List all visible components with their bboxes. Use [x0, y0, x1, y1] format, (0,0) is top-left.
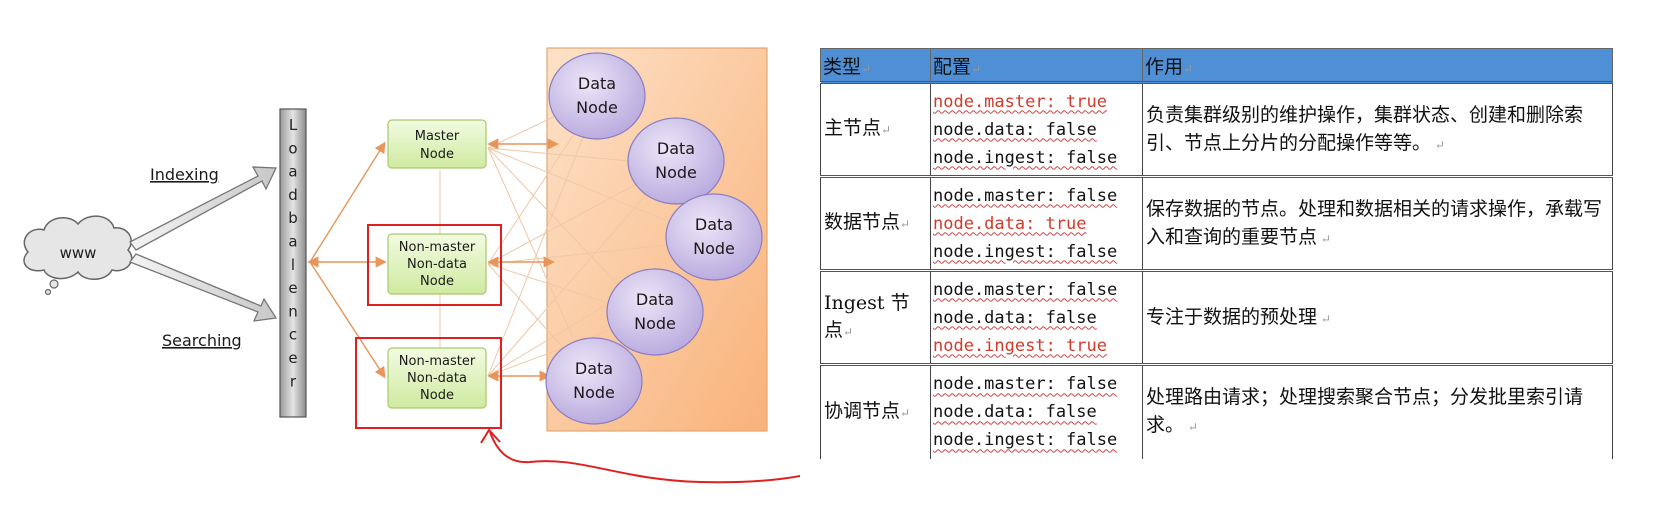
- header-purpose: 作用↵: [1142, 48, 1613, 83]
- data-node-3-line2: Node: [693, 239, 735, 258]
- config-line: node.master: false: [933, 185, 1118, 206]
- row-config: node.master: false node.data: false node.i…: [930, 363, 1143, 459]
- config-line: node.master: false: [933, 279, 1118, 300]
- config-line: node.master: false: [933, 374, 1118, 395]
- loadbalancer-letter: n: [288, 302, 298, 320]
- row-role: 协调节点↵: [820, 363, 931, 459]
- nonmaster-1-line3: Node: [420, 274, 454, 289]
- data-node-1-line1: Data: [578, 74, 616, 93]
- nonmaster-1-line1: Non-master: [399, 240, 476, 255]
- row-description: 专注于数据的预处理 ↵: [1142, 269, 1613, 365]
- nonmaster-2-line1: Non-master: [399, 354, 476, 369]
- loadbalancer-letter: l: [291, 256, 295, 274]
- loadbalancer-letter: o: [288, 139, 297, 157]
- data-node-4-line1: Data: [636, 290, 674, 309]
- searching-label: Searching: [162, 331, 242, 350]
- row-config: node.master: false node.data: false node.i…: [930, 269, 1143, 365]
- row-config: node.master: false node.data: true node.in…: [930, 175, 1143, 271]
- table-row: Ingest 节点↵node.master: false node.data: f…: [820, 269, 1613, 365]
- nonmaster-1-line2: Non-data: [407, 257, 467, 272]
- loadbalancer-letter: c: [289, 326, 297, 344]
- data-node-3-line1: Data: [695, 215, 733, 234]
- row-description: 处理路由请求；处理搜索聚合节点；分发批里索引请求。 ↵: [1142, 363, 1613, 459]
- data-node-2: Data Node: [627, 117, 725, 205]
- row-description: 保存数据的节点。处理和数据相关的请求操作，承载写入和查询的重要节点 ↵: [1142, 175, 1613, 271]
- config-line: node.ingest: false: [933, 241, 1118, 262]
- indexing-arrow: [129, 166, 278, 251]
- node-types-table: 类型↵ 配置↵ 作用↵ 主节点↵node.master: true node.da…: [820, 48, 1613, 459]
- header-type: 类型↵: [820, 48, 931, 83]
- row-description: 负责集群级别的维护操作，集群状态、创建和删除索引、节点上分片的分配操作等等。 ↵: [1142, 81, 1613, 177]
- config-line: node.ingest: false: [933, 430, 1118, 451]
- loadbalancer-letter: e: [288, 349, 297, 367]
- data-node-3: Data Node: [665, 193, 763, 281]
- data-node-2-line2: Node: [655, 163, 697, 182]
- loadbalancer-letter: e: [288, 279, 297, 297]
- table-header-row: 类型↵ 配置↵ 作用↵: [820, 48, 1613, 83]
- master-node-line1: Master: [415, 129, 460, 144]
- data-node-5: Data Node: [545, 337, 643, 425]
- config-line: node.ingest: false: [933, 147, 1118, 168]
- indexing-label: Indexing: [150, 165, 219, 184]
- config-line: node.master: true: [933, 91, 1107, 112]
- data-node-4-line2: Node: [634, 314, 676, 333]
- loadbalancer-letter: b: [288, 209, 298, 227]
- loadbalancer-letter: a: [288, 163, 297, 181]
- data-node-5-line2: Node: [573, 383, 615, 402]
- data-node-2-line1: Data: [657, 139, 695, 158]
- nonmaster-2-line2: Non-data: [407, 371, 467, 386]
- annotation-arrow: [489, 431, 800, 484]
- highlight-box-1: [367, 224, 502, 306]
- config-line: node.data: false: [933, 402, 1097, 423]
- highlight-box-2: [355, 337, 502, 429]
- config-line: node.data: true: [933, 213, 1087, 234]
- data-node-4: Data Node: [606, 268, 704, 356]
- config-line: node.data: false: [933, 307, 1097, 328]
- data-node-5-line1: Data: [575, 359, 613, 378]
- cloud-label: www: [60, 244, 97, 262]
- row-role: Ingest 节点↵: [820, 269, 931, 365]
- loadbalancer-letter: r: [290, 372, 297, 390]
- master-node: Master Node: [387, 119, 487, 169]
- loadbalancer-letter: d: [288, 186, 298, 204]
- searching-arrow: [128, 253, 278, 322]
- row-role: 主节点↵: [820, 81, 931, 177]
- loadbalancer-letter: L: [289, 116, 298, 134]
- nonmaster-node-1: Non-master Non-data Node: [387, 233, 487, 295]
- row-config: node.master: true node.data: false node.in…: [930, 81, 1143, 177]
- nonmaster-2-line3: Node: [420, 388, 454, 403]
- data-node-1-line2: Node: [576, 98, 618, 117]
- master-node-line2: Node: [420, 147, 454, 162]
- annotation-arrowhead: [480, 428, 501, 444]
- config-line: node.data: false: [933, 119, 1097, 140]
- www-cloud: www: [23, 215, 133, 296]
- loadbalancer-bar: [279, 108, 307, 418]
- loadbalancer-letter: a: [288, 233, 297, 251]
- config-line: node.ingest: true: [933, 335, 1107, 356]
- nonmaster-node-2: Non-master Non-data Node: [387, 347, 487, 409]
- data-node-1: Data Node: [548, 52, 646, 140]
- lb-arrows: [307, 138, 559, 382]
- header-config: 配置↵: [930, 48, 1143, 83]
- row-role: 数据节点↵: [820, 175, 931, 271]
